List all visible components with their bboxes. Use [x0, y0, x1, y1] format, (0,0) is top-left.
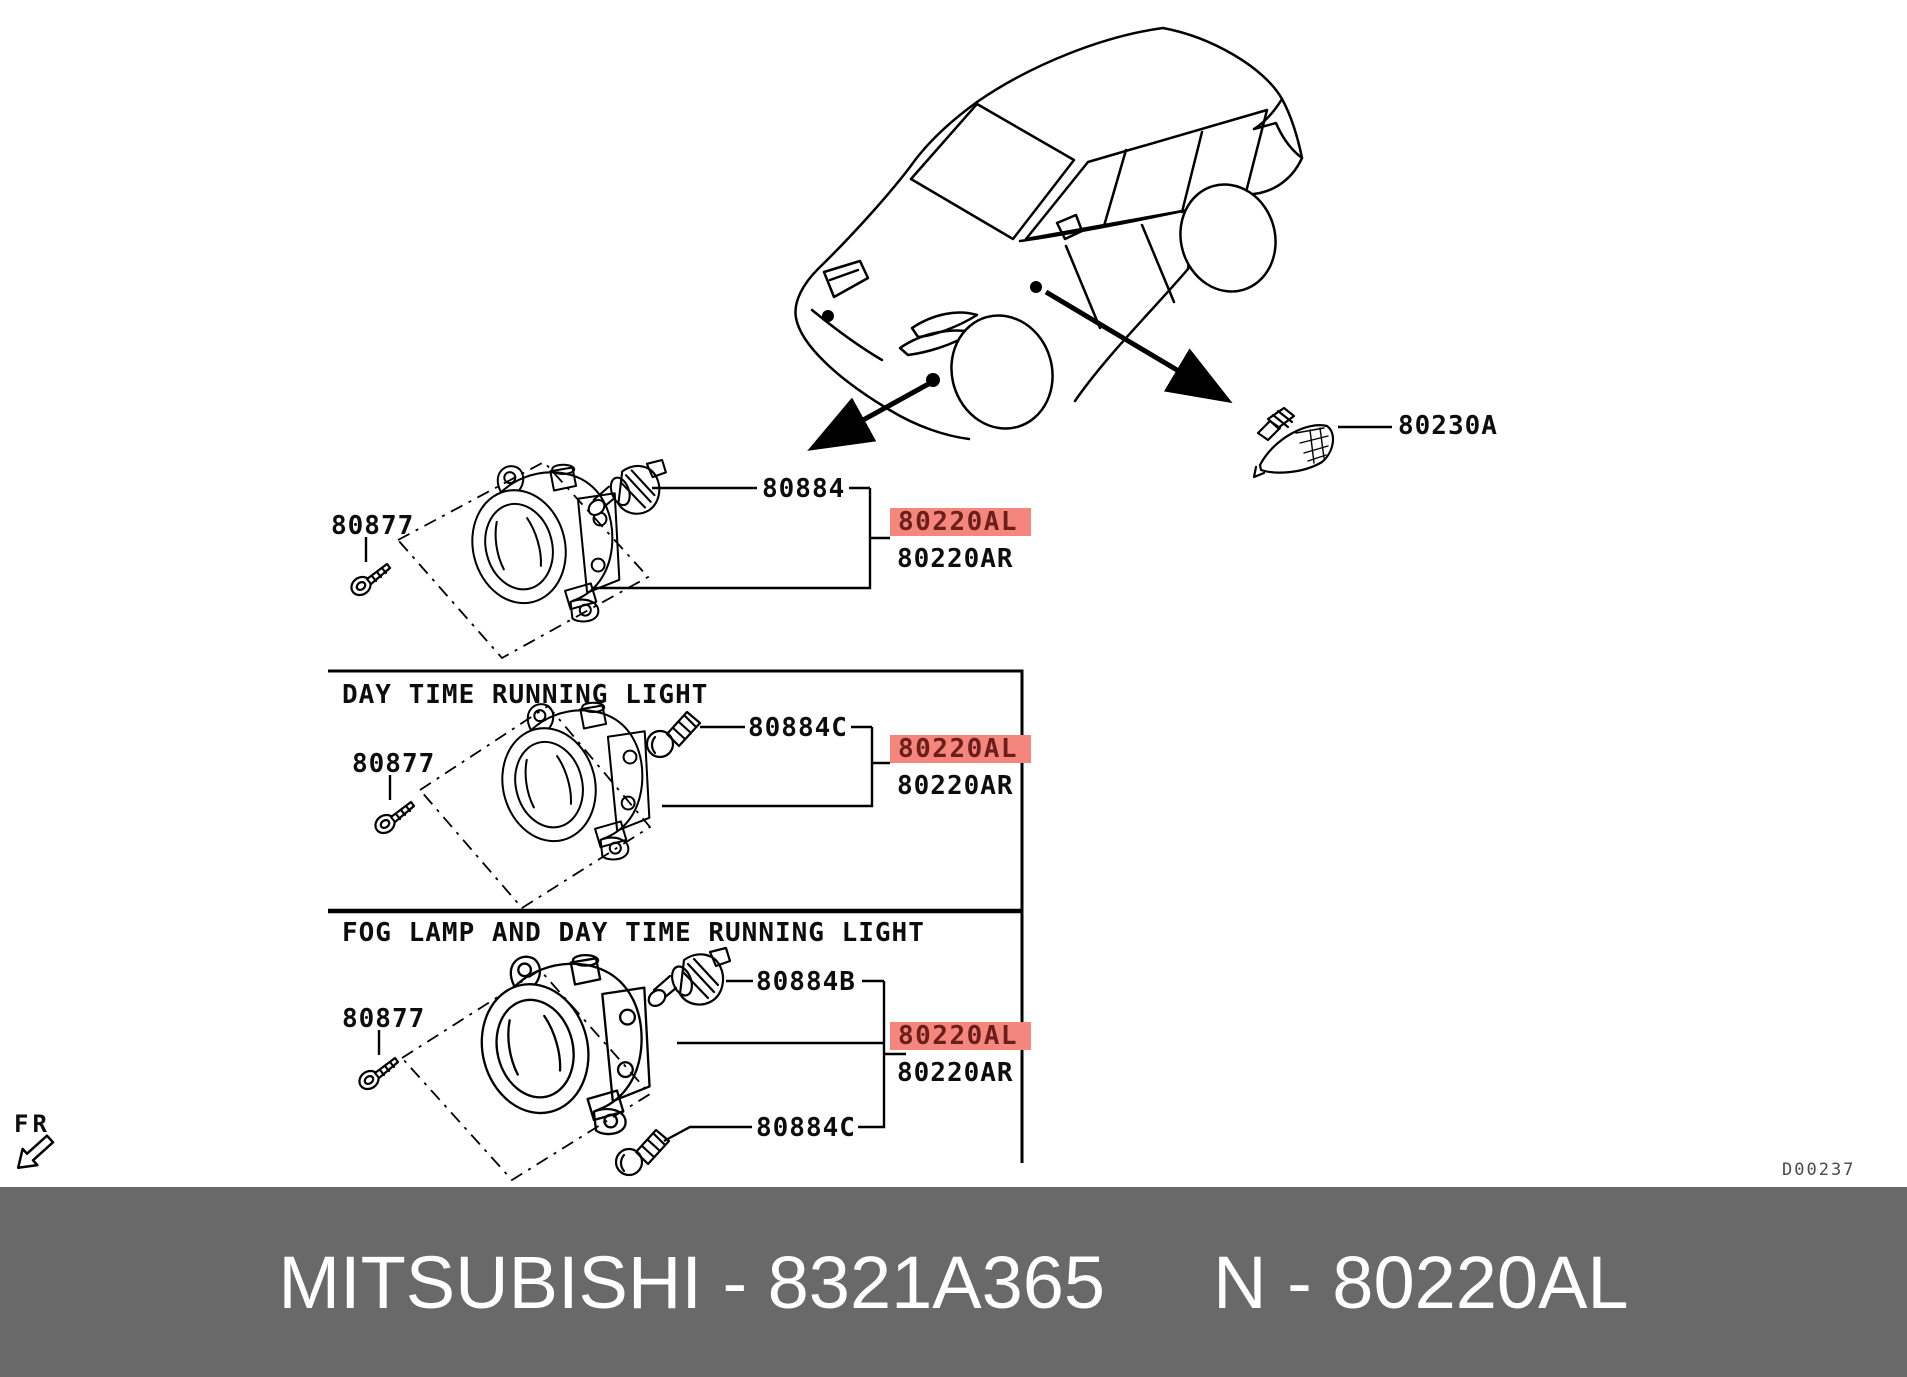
bulb-drawing-80884c-fog [614, 1128, 671, 1177]
mounting-panel-outlines [396, 460, 652, 1182]
section-title-day-time-running-light: DAY TIME RUNNING LIGHT [342, 680, 709, 710]
front-direction-label: FR [14, 1110, 51, 1138]
highlighted-part-80220al-fog[interactable]: 80220AL [890, 1022, 1031, 1050]
part-label-80877-dtrl: 80877 [352, 749, 436, 779]
leader-lines [364, 425, 1392, 1143]
front-direction-arrow-icon [16, 1134, 55, 1169]
bulb-drawing-80884b [644, 946, 732, 1011]
bulb-drawing-80884c-dtrl [645, 710, 702, 759]
screw-drawing-top [346, 562, 392, 600]
vehicle-drawing [794, 26, 1304, 441]
part-label-80220ar-fog: 80220AR [897, 1058, 1014, 1088]
footer-reference-part-number: N - 80220AL [1213, 1240, 1629, 1324]
fog-lamp-drawing-dtrl [489, 701, 651, 861]
side-marker-lamp-drawing [1252, 406, 1335, 479]
part-label-80220ar-dtrl: 80220AR [897, 771, 1014, 801]
part-label-80230a: 80230A [1398, 411, 1498, 441]
fog-lamp-drawing-fog-dtrl [467, 953, 651, 1136]
footer-bar: MITSUBISHI - 8321A365 N - 80220AL [0, 1187, 1907, 1377]
part-label-80220ar-top: 80220AR [897, 544, 1014, 574]
highlighted-part-80220al-dtrl[interactable]: 80220AL [890, 735, 1031, 763]
highlighted-part-80220al-top[interactable]: 80220AL [890, 508, 1031, 536]
pointer-arrows [807, 289, 1233, 451]
part-label-80877-fog: 80877 [342, 1004, 426, 1034]
screw-drawing-dtrl [370, 800, 416, 838]
footer-brand-part-number: MITSUBISHI - 8321A365 [278, 1240, 1106, 1324]
screw-drawing-fog-dtrl [354, 1056, 400, 1094]
part-label-80884: 80884 [762, 474, 846, 504]
diagram-code: D00237 [1782, 1160, 1856, 1180]
part-label-80884b: 80884B [756, 967, 856, 997]
part-label-80884c-dtrl: 80884C [748, 713, 848, 743]
fog-lamp-drawing-top [459, 463, 621, 623]
section-title-fog-lamp-dtrl: FOG LAMP AND DAY TIME RUNNING LIGHT [342, 918, 925, 948]
part-label-80884c-fog: 80884C [756, 1113, 856, 1143]
part-label-80877-top: 80877 [331, 511, 415, 541]
